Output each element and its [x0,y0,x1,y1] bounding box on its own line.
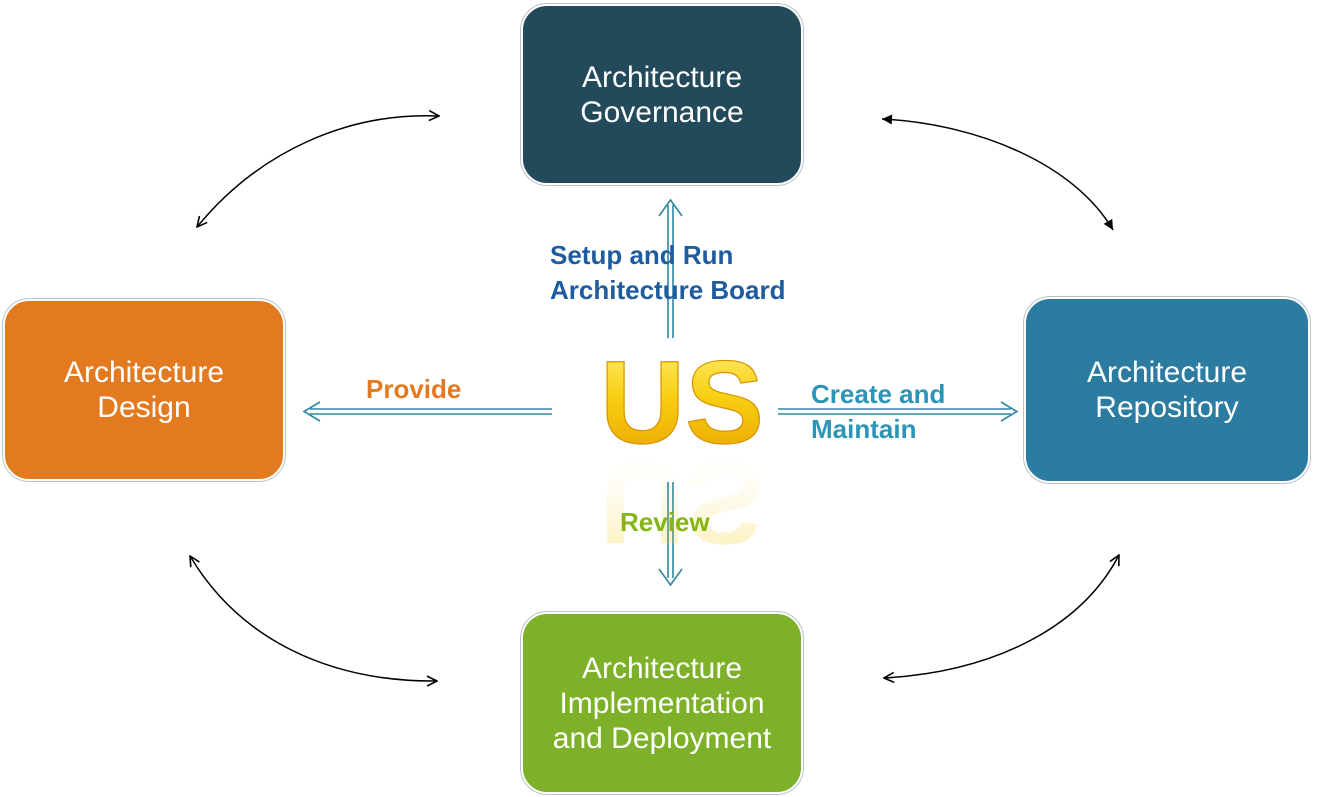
node-architecture-design: Architecture Design [3,299,285,481]
relation-provide-line-1: Provide [366,374,462,404]
relation-label-review: Review [620,505,710,540]
node-design-line-1: Architecture [63,356,225,389]
node-governance-line-1: Architecture [581,60,743,94]
node-architecture-implementation: Architecture Implementation and Deployme… [521,612,803,794]
node-implementation-line-1: Architecture [581,651,743,685]
node-implementation-line-3: and Deployment [552,721,772,755]
node-repository-line-2: Repository [1095,391,1239,424]
cycle-arrow-governance-repository [881,114,1114,231]
relation-label-create: Create and Maintain [811,377,945,447]
connector-up-arrow [658,198,683,338]
relation-setup-line-2: Architecture Board [550,275,786,305]
relation-create-line-1: Create and [811,379,946,409]
node-implementation-line-2: Implementation [559,686,765,720]
node-architecture-repository: Architecture Repository [1024,297,1310,483]
relation-label-provide: Provide [366,372,461,407]
relation-label-setup: Setup and Run Architecture Board [550,238,786,308]
svg-text:US: US [600,436,764,568]
node-governance-line-2: Governance [580,95,744,129]
connector-down-arrow [658,482,683,587]
cycle-arrow-design-implementation [190,556,437,681]
center-us-text: US [600,337,764,469]
relation-review-line-1: Review [620,507,710,537]
connector-right-arrow [778,401,1019,422]
node-repository-line-1: Architecture [1086,356,1248,389]
node-architecture-governance: Architecture Governance [521,4,803,185]
relation-setup-line-1: Setup and Run [550,240,734,270]
cycle-arrow-implementation-repository [884,555,1119,678]
connector-left-arrow [302,401,552,422]
center-us-reflection: US [600,436,764,568]
relation-create-line-2: Maintain [811,414,917,444]
cycle-arrow-design-governance [197,116,439,227]
node-design-line-2: Design [97,391,191,424]
